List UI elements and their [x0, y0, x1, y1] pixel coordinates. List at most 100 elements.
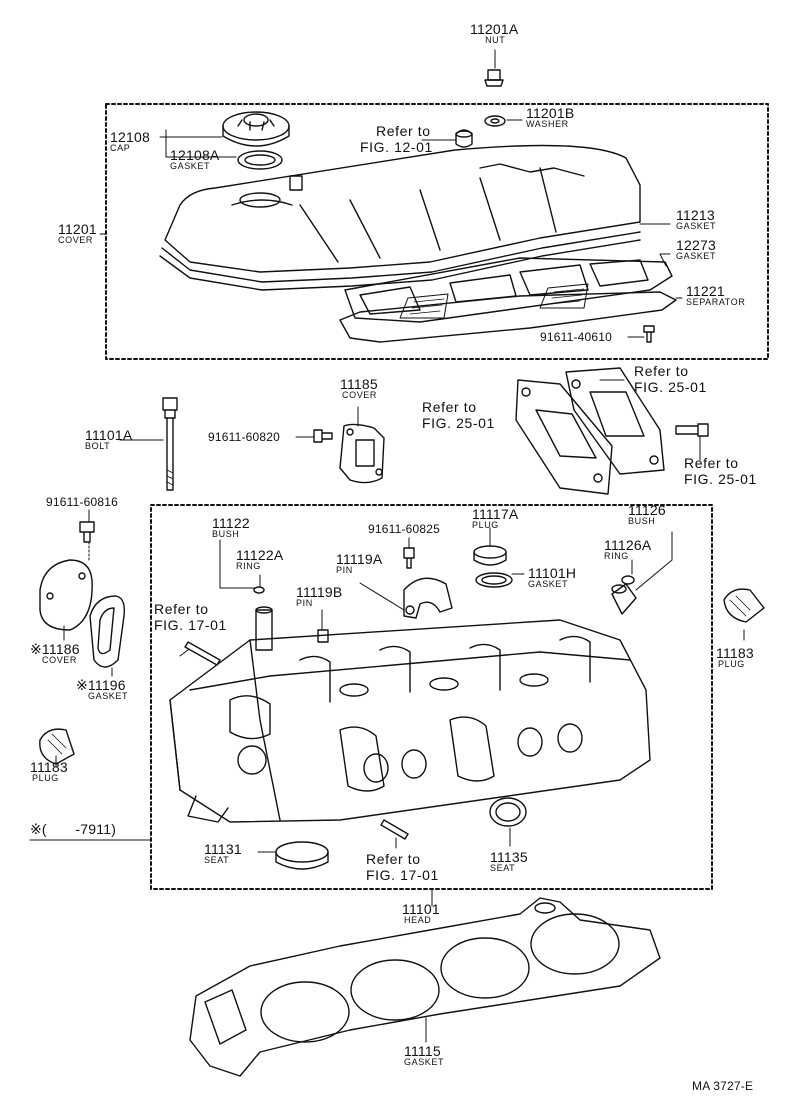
part-name: PIN	[336, 565, 353, 575]
screw-icon	[643, 325, 655, 343]
port-openings	[339, 716, 583, 792]
part-number: 11101A	[85, 427, 133, 443]
part-number: 11201	[58, 221, 97, 237]
part-number: 11126	[628, 502, 666, 518]
cap-gasket-icon	[237, 150, 283, 170]
stud-icon	[184, 641, 221, 666]
reference-text: Refer to	[376, 123, 431, 139]
o-ring-gasket-icon	[475, 572, 513, 588]
nut-icon	[484, 69, 504, 87]
manifold-plate-icon	[515, 367, 665, 495]
part-number: 11122A	[236, 547, 284, 563]
part-number: 11115	[404, 1043, 441, 1059]
part-number: 11183	[716, 645, 754, 661]
part-label-gasket-11101H: 11101H GASKET	[528, 566, 576, 589]
reference-fig-25-01-b[interactable]: Refer to FIG. 25-01	[634, 363, 707, 395]
part-number: 11119A	[336, 551, 383, 567]
reference-fig-17-01-b[interactable]: Refer to FIG. 17-01	[366, 851, 439, 883]
head-bolt-icon	[162, 397, 178, 491]
part-label-bush-11126: 11126 BUSH	[628, 503, 666, 526]
part-label-separator: 11221 SEPARATOR	[686, 284, 745, 307]
plug-icon	[473, 545, 507, 566]
part-number: 11122	[212, 515, 250, 531]
side-gasket-icon	[89, 595, 126, 668]
part-number: 11126A	[604, 537, 652, 553]
part-number: 11221	[686, 283, 725, 299]
part-number: 12273	[676, 237, 716, 253]
part-name: PLUG	[472, 520, 499, 530]
part-number: 12108	[110, 129, 150, 145]
screw-icon	[79, 521, 95, 543]
part-label-seat-11135: 11135 SEAT	[490, 850, 528, 873]
part-name: GASKET	[676, 221, 717, 231]
reference-text: Refer to	[154, 601, 209, 617]
grommet-icon	[455, 129, 473, 148]
leader-lines	[29, 49, 745, 1043]
part-number: 11101	[402, 901, 440, 917]
part-label-pin-11119B: 11119B PIN	[296, 585, 342, 608]
part-name: WASHER	[526, 119, 569, 129]
reference-fig-25-01-a[interactable]: Refer to FIG. 25-01	[422, 399, 495, 431]
part-name: GASKET	[170, 161, 211, 171]
part-label-screw-60825: 91611-60825	[368, 522, 441, 536]
cover-gasket-icon	[344, 257, 673, 323]
part-name: BUSH	[628, 516, 656, 526]
part-name: GASKET	[404, 1057, 445, 1067]
part-number: 11201B	[526, 105, 575, 121]
part-label-pin-11119A: 11119A PIN	[336, 552, 382, 575]
part-number: 11201A	[470, 21, 519, 37]
reference-fig-25-01-c[interactable]: Refer to FIG. 25-01	[684, 455, 757, 487]
part-label-cap-gasket: 12108A GASKET	[170, 148, 219, 171]
valve-cover-icon	[159, 144, 641, 291]
part-number: 11213	[676, 207, 715, 223]
part-name: BOLT	[85, 441, 111, 451]
reference-figure: FIG. 17-01	[366, 866, 439, 883]
part-name: HEAD	[404, 915, 432, 925]
screw-icon	[675, 423, 709, 437]
part-name: CAP	[110, 143, 131, 153]
plug-icon	[39, 728, 75, 765]
cylinder-head-group-frame	[150, 504, 713, 890]
part-name: COVER	[342, 390, 378, 400]
head-gasket-icon	[189, 897, 661, 1077]
part-name: NUT	[485, 35, 506, 45]
part-label-seat-11131: 11131 SEAT	[204, 842, 242, 865]
part-label-ring-11126A: 11126A RING	[604, 538, 651, 561]
part-name: RING	[236, 561, 261, 571]
reference-fig-12-01[interactable]: Refer to FIG. 12-01	[360, 123, 433, 155]
reference-fig-17-01-a[interactable]: Refer to FIG. 17-01	[154, 601, 227, 633]
part-label-side-cover: ※11186 COVER	[30, 642, 80, 665]
bearing-cap-icon	[403, 577, 453, 619]
part-name: SEPARATOR	[686, 297, 746, 307]
reference-figure: FIG. 12-01	[360, 138, 433, 155]
part-number: 11185	[340, 376, 378, 392]
part-name: GASKET	[528, 579, 569, 589]
reference-text: Refer to	[366, 851, 421, 867]
screw-icon	[313, 429, 333, 443]
part-label-plug-right: 11183 PLUG	[716, 646, 754, 669]
reference-text: Refer to	[634, 363, 689, 379]
part-label-screw-60816: 91611-60816	[46, 495, 119, 509]
part-number: 11131	[204, 841, 242, 857]
footnote-model-range: ※( -7911)	[30, 821, 117, 837]
valve-cover-group-frame	[105, 103, 769, 360]
drawing-code: MA 3727-E	[692, 1079, 754, 1093]
separator-icon	[339, 283, 677, 343]
snap-ring-icon	[621, 575, 635, 585]
part-number: 12108A	[170, 147, 220, 163]
part-label-cover: 11201 COVER	[58, 222, 97, 245]
part-label-cap: 12108 CAP	[110, 130, 150, 153]
part-label-washer: 11201B WASHER	[526, 106, 574, 129]
part-label-cover-gasket: 11213 GASKET	[676, 208, 716, 231]
part-name: PLUG	[32, 773, 59, 783]
part-label-nut: 11201A NUT	[470, 22, 518, 45]
part-name: PIN	[296, 598, 313, 608]
part-name: COVER	[58, 235, 94, 245]
part-number: ※11186	[30, 641, 80, 657]
water-outlet-cover-icon	[339, 423, 385, 484]
valve-guide-bush-icon	[255, 606, 273, 651]
part-label-plug-left: 11183 PLUG	[30, 760, 68, 783]
part-name: RING	[604, 551, 629, 561]
